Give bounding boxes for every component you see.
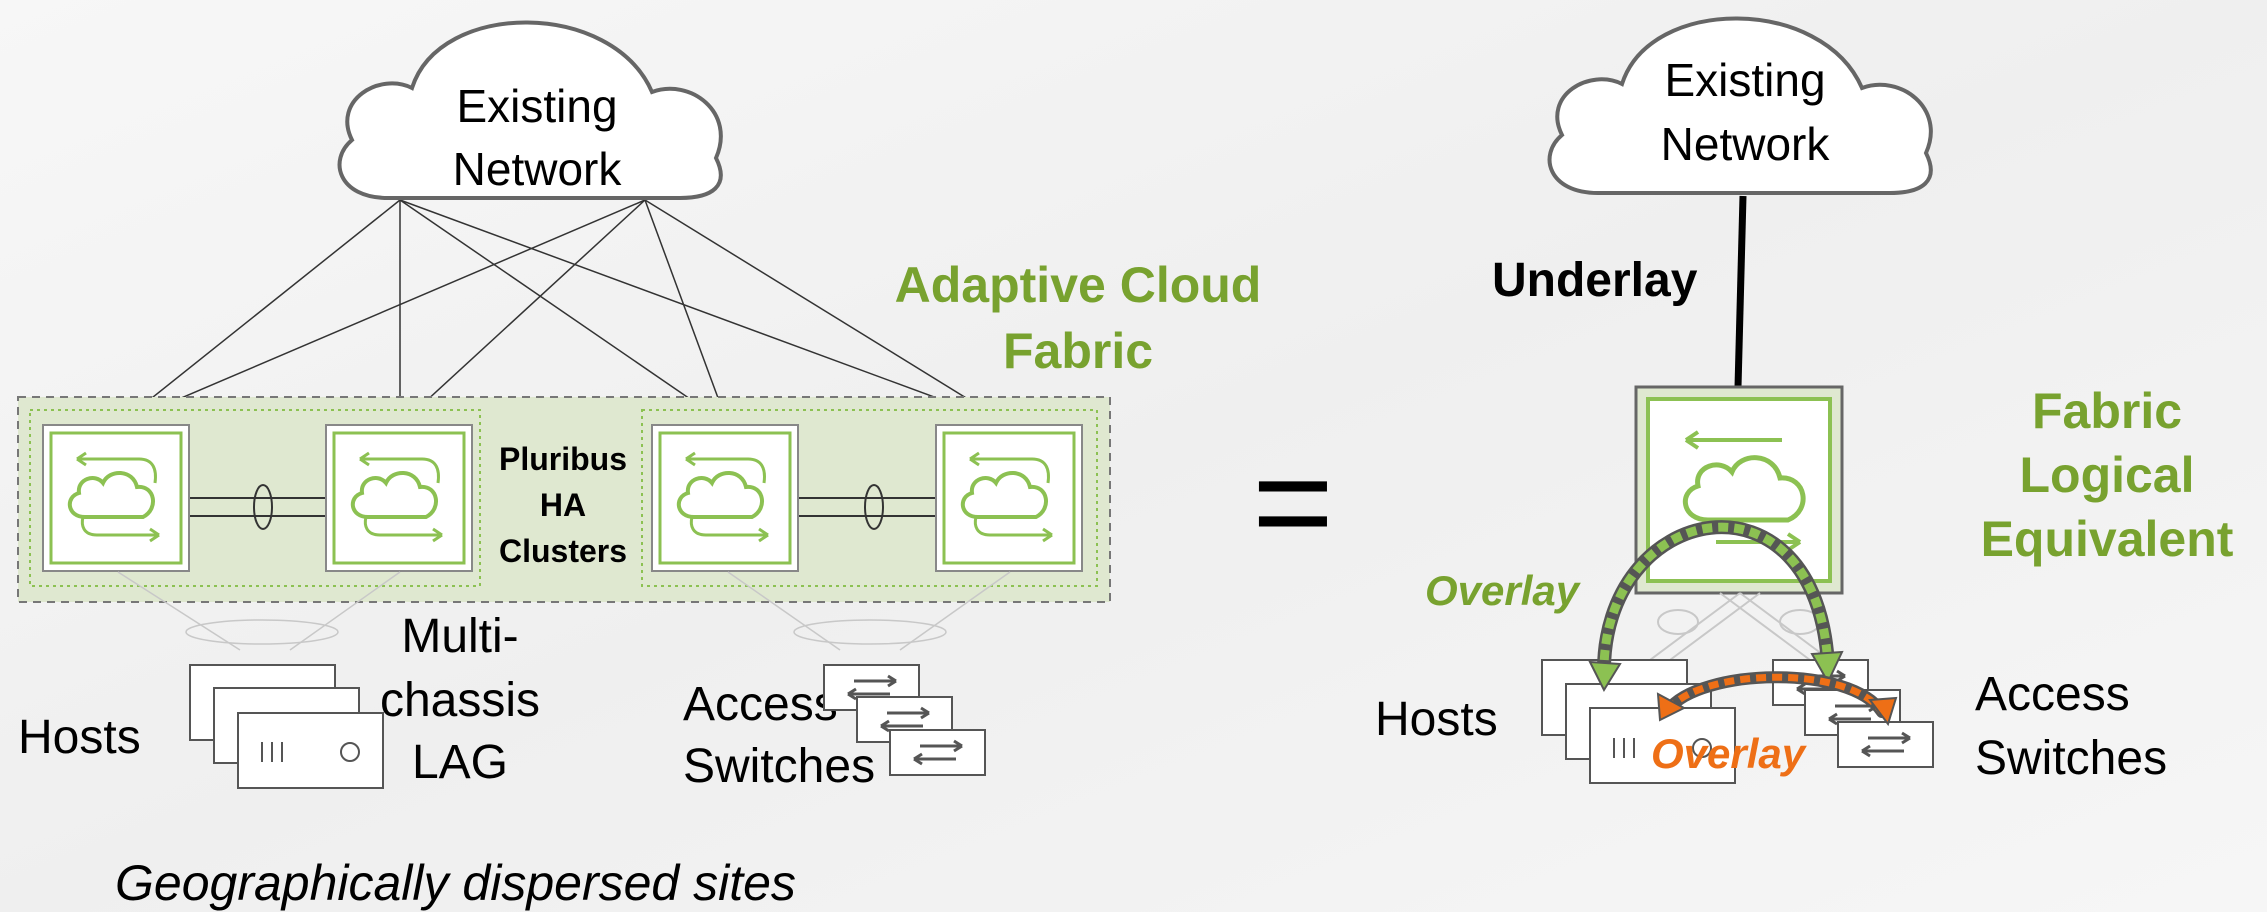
right-downlinks bbox=[1649, 592, 1831, 661]
overlay-orange-label: Overlay bbox=[1651, 730, 1808, 777]
access-switch-icon bbox=[1836, 720, 1935, 769]
left-access-label-line2: Switches bbox=[683, 740, 875, 793]
left-downlinks bbox=[117, 571, 1011, 651]
equiv-label-line3: Equivalent bbox=[1981, 511, 2234, 567]
lag-label-line1: Multi- bbox=[401, 610, 518, 663]
ha-cluster-left bbox=[29, 409, 481, 587]
underlay-link bbox=[1734, 195, 1747, 388]
left-network-lines bbox=[117, 199, 1011, 426]
right-access-label-line1: Access bbox=[1975, 668, 2130, 721]
logical-fabric-switch-icon bbox=[1634, 385, 1844, 595]
caption: Geographically dispersed sites bbox=[115, 855, 796, 911]
overlay-arrow-orange bbox=[1656, 671, 1898, 727]
fabric-switch-icon bbox=[650, 423, 800, 573]
overlay-green-label: Overlay bbox=[1425, 567, 1582, 614]
equiv-label-line1: Fabric bbox=[2032, 383, 2182, 439]
left-access-label-line1: Access bbox=[683, 678, 838, 731]
left-hosts-label: Hosts bbox=[18, 711, 141, 764]
overlay-arrow-green bbox=[1588, 520, 1844, 693]
right-cloud-label-line1: Existing bbox=[1664, 54, 1825, 106]
equiv-label-line2: Logical bbox=[2019, 447, 2194, 503]
cluster-label-line2: HA bbox=[540, 487, 586, 523]
right-cloud-icon: Existing Network bbox=[1547, 16, 1933, 195]
server-icon bbox=[237, 712, 384, 789]
fabric-switch-icon bbox=[324, 423, 474, 573]
fabric-switch-icon bbox=[934, 423, 1084, 573]
right-hosts-label: Hosts bbox=[1375, 693, 1498, 746]
fabric-title-line2: Fabric bbox=[1003, 323, 1153, 379]
cluster-label-line3: Clusters bbox=[499, 533, 627, 569]
lag-label-line2: chassis bbox=[380, 674, 540, 727]
fabric-switch-icon bbox=[41, 423, 191, 573]
underlay-label: Underlay bbox=[1492, 254, 1698, 307]
right-cloud-label-line2: Network bbox=[1661, 118, 1831, 170]
left-cloud-label-line2: Network bbox=[453, 143, 623, 195]
left-cloud-label-line1: Existing bbox=[456, 80, 617, 132]
access-switch-icon bbox=[888, 728, 987, 777]
lag-label-line3: LAG bbox=[412, 736, 508, 789]
server-icon bbox=[1589, 707, 1736, 784]
left-cloud-icon: Existing Network bbox=[337, 20, 723, 200]
fabric-title-line1: Adaptive Cloud bbox=[895, 257, 1262, 313]
lag-link-left bbox=[190, 484, 326, 530]
lag-link-right bbox=[798, 484, 936, 530]
right-access-label-line2: Switches bbox=[1975, 732, 2167, 785]
equals-sign: = bbox=[1252, 423, 1334, 580]
cluster-label-line1: Pluribus bbox=[499, 441, 627, 477]
fabric-region bbox=[17, 396, 1111, 603]
